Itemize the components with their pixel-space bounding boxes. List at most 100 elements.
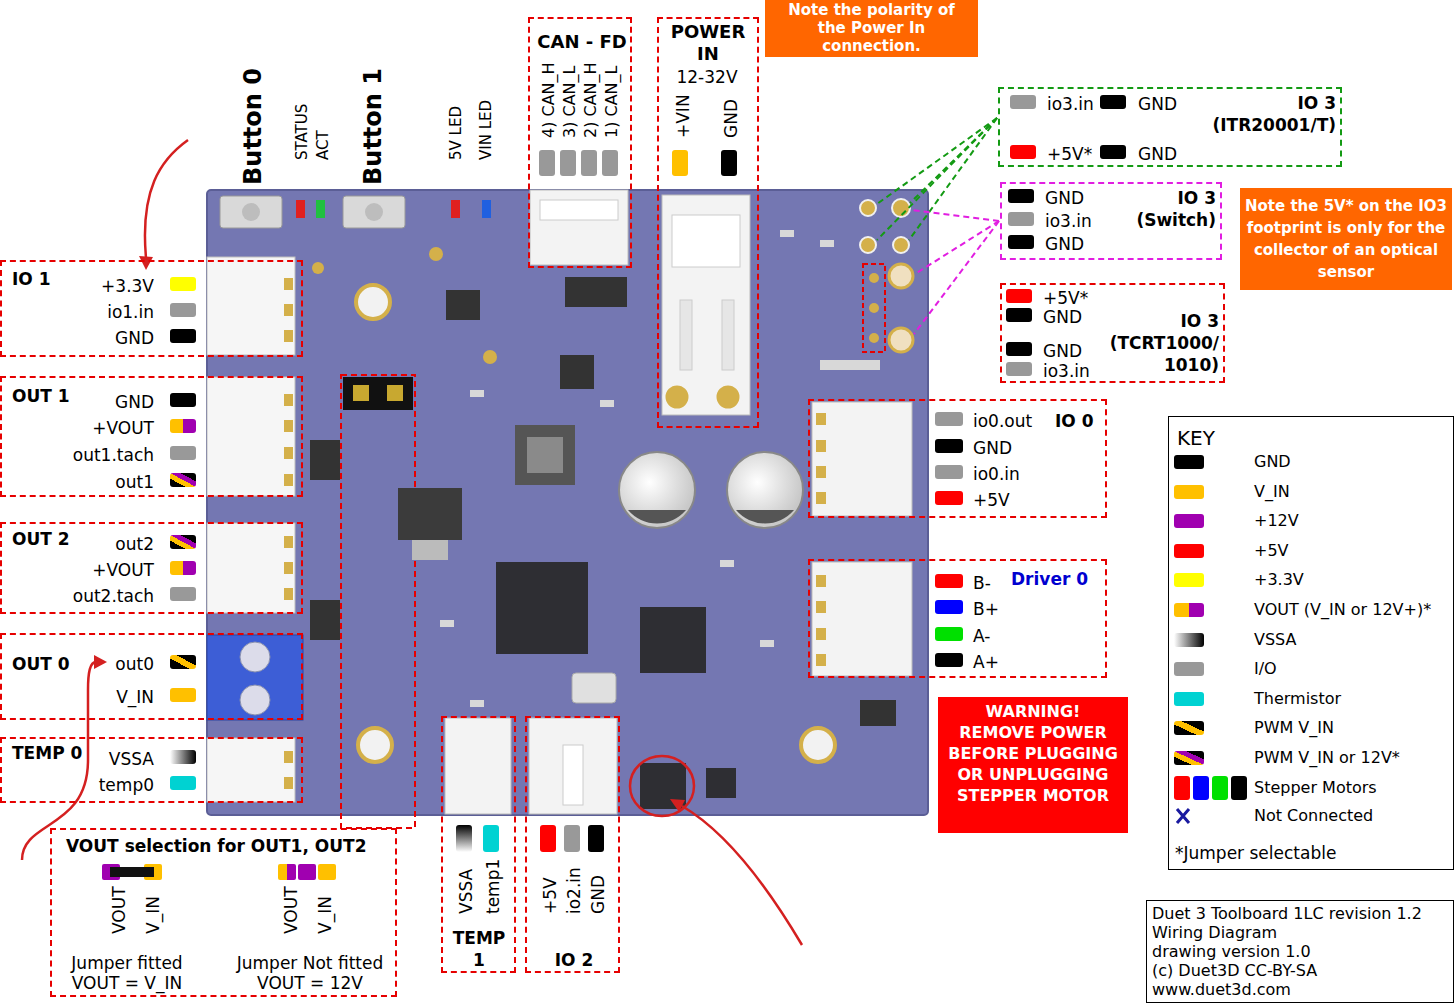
text-label: io3.in (1047, 94, 1094, 114)
text-slot: I/O (1254, 659, 1277, 679)
connector-callout: VSSAtemp1TEMP 1 (441, 716, 516, 973)
heading: OUT 2 (12, 528, 70, 550)
text-slot: +5V (1254, 541, 1289, 561)
text-slot: IO 3 (Switch) (1100, 187, 1216, 231)
heading: OUT 1 (12, 385, 70, 407)
legend-label: VSSA (1254, 630, 1297, 650)
connector-callout: IO 3 (Switch)GNDio3.inGND (1000, 182, 1222, 260)
power-pad (715, 384, 741, 410)
text-label: Note the 5V* on the IO3 footprint is onl… (1245, 195, 1447, 283)
text-slot: GND (1043, 307, 1082, 327)
text-slot: Thermistor (1254, 689, 1341, 709)
pin-marker (170, 655, 196, 669)
capacitor (736, 510, 794, 523)
legend-sample (1174, 751, 1204, 765)
text-slot: io1.in (107, 302, 154, 322)
pin-marker (483, 825, 499, 852)
pin-marker (170, 473, 196, 487)
text-label: +5V* (1043, 288, 1088, 308)
text-slot: B+ (973, 599, 999, 619)
resistor (820, 240, 834, 247)
inductor (527, 437, 563, 473)
text-slot: io0.in (973, 464, 1020, 484)
connector-callout: +5Vio2.inGNDIO 2 (525, 716, 620, 973)
text-label: out1 (115, 472, 154, 492)
legend-sample (1174, 603, 1204, 617)
resistor (760, 640, 774, 647)
can-connector (540, 200, 618, 220)
note-callout: Note the 5V* on the IO3 footprint is onl… (1240, 188, 1452, 290)
pin-marker (540, 825, 556, 852)
text-slot: PWM V_IN (1254, 718, 1334, 738)
text-label: 3) CAN_L (560, 65, 580, 138)
text-label: VSSA (456, 869, 476, 914)
text-slot: IO 1 (12, 268, 51, 290)
resistor (470, 390, 484, 397)
test-point (312, 262, 324, 274)
leader-line (877, 118, 997, 240)
legend-sample (1174, 776, 1190, 800)
heading: TEMP 1 (449, 927, 509, 971)
text-slot: Button 1 (359, 68, 387, 185)
text-slot: GND (1043, 341, 1082, 361)
pin-marker (564, 825, 580, 852)
text-label: V_IN (143, 896, 163, 934)
legend-swatch (1174, 455, 1204, 469)
circuit-board (207, 190, 928, 815)
jst-connector (207, 257, 295, 355)
connector-pin (816, 575, 826, 587)
annotation-arrowhead (94, 655, 107, 669)
text-label: +VIN (673, 94, 693, 138)
text-slot: 3) CAN_L (560, 65, 580, 138)
legend-label: PWM V_IN (1254, 718, 1334, 738)
pin-marker (935, 600, 963, 614)
text-label: WARNING! REMOVE POWER BEFORE PLUGGING OR… (948, 701, 1118, 806)
text-slot: GND (1138, 94, 1177, 114)
led (451, 200, 460, 218)
push-button (242, 203, 260, 221)
capacitor (727, 452, 803, 528)
text-label: out2.tach (73, 586, 154, 606)
text-slot: Wiring Diagram (1152, 923, 1277, 942)
leader-line (910, 118, 997, 203)
text-slot: Button 0 (239, 68, 267, 185)
jst-connector (812, 562, 912, 676)
legend-sample (1177, 809, 1189, 823)
text-label: 1) CAN_L (602, 65, 622, 138)
connector-callout: POWER IN12-32V+VINGND (657, 17, 759, 428)
text-slot: VIN LED (477, 100, 495, 160)
text-label: GND (973, 438, 1012, 458)
text-label: GND (1138, 144, 1177, 164)
text-slot: TEMP 0 (12, 742, 82, 764)
legend-label: +3.3V (1254, 570, 1304, 590)
regulator-tab (412, 540, 448, 560)
connector-callout: TEMP 0VSSAtemp0 (0, 737, 303, 803)
connector-pin (284, 330, 293, 342)
text-slot: +VIN (673, 94, 693, 138)
heading: IO 3 (TCRT1000/ 1010) (1095, 310, 1219, 376)
text-slot: GND (1254, 452, 1291, 472)
text-slot: V_IN (116, 687, 154, 707)
key-panel: KEY*Jumper selectable (1168, 416, 1454, 870)
connector-pin (284, 562, 293, 574)
heading: CAN - FD (537, 31, 626, 53)
text-slot: io3.in (1045, 211, 1092, 231)
heading: IO 2 (555, 949, 594, 971)
text-slot: out1.tach (73, 445, 154, 465)
leader-line (914, 221, 999, 334)
pin-marker (581, 150, 597, 176)
resistor (440, 620, 454, 627)
text-label: V_IN (116, 687, 154, 707)
text-label: GND (588, 875, 608, 914)
text-slot: V_IN (315, 896, 335, 934)
connector-pin (816, 628, 826, 640)
legend-swatch (1174, 485, 1204, 499)
text-label: Note the polarity of the Power In connec… (779, 1, 964, 55)
inductor (515, 425, 575, 485)
text-slot: +VOUT (92, 418, 154, 438)
text-label: KEY (1177, 426, 1215, 450)
text-label: 4) CAN_H (539, 62, 559, 138)
text-slot: 12-32V (676, 67, 737, 87)
text-label: www.duet3d.com (1152, 980, 1291, 999)
pin-marker (539, 150, 555, 176)
